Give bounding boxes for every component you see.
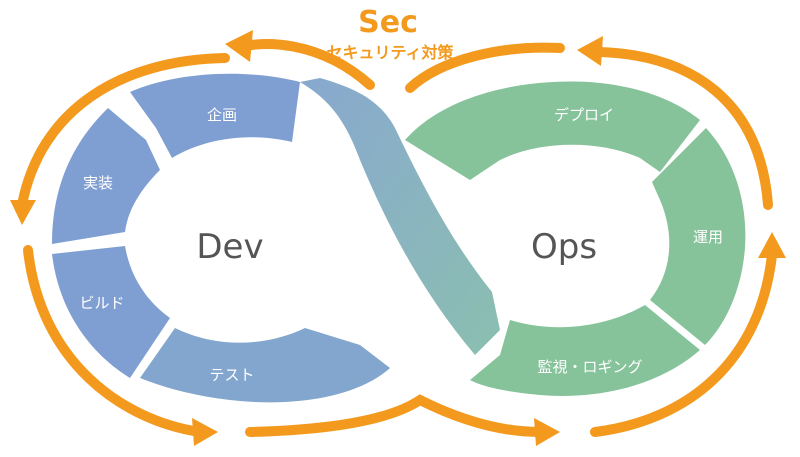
ops-hub-label: Ops (531, 227, 597, 267)
dev-stage-implement-label: 実装 (83, 174, 113, 192)
dev-stage-plan-label: 企画 (207, 106, 237, 124)
ci-band (300, 78, 500, 355)
sec-arc-right-top (405, 42, 565, 93)
dev-stage-plan (130, 73, 300, 158)
sec-arc-left-upper (17, 53, 230, 210)
security-arrowheads (10, 30, 786, 446)
ops-stage-operate (650, 128, 746, 345)
security-loop (17, 38, 777, 437)
arrowhead-icon (225, 30, 253, 62)
dev-stage-test (140, 328, 390, 403)
sec-arc-right-upper (595, 47, 773, 210)
dev-stage-build-label: ビルド (79, 294, 124, 312)
arrowhead-icon (10, 200, 36, 225)
ops-stage-monitor (470, 305, 700, 396)
ops-stage-operate-label: 運用 (693, 228, 723, 246)
ops-stage-deploy-label: デプロイ (554, 106, 614, 124)
sec-arc-mid-lower (245, 394, 545, 437)
sec-title: Sec (358, 5, 418, 40)
dev-stage-test-label: テスト (209, 366, 254, 384)
arrowhead-icon (192, 418, 218, 446)
ops-stage-monitor-label: 監視・ロギング (537, 358, 642, 376)
dev-loop (52, 73, 390, 403)
sec-arc-left-lower (23, 245, 205, 437)
arrowhead-icon (577, 36, 603, 66)
arrowhead-icon (758, 232, 786, 258)
ops-loop (405, 81, 746, 396)
ops-stage-deploy (405, 81, 700, 180)
sec-arc-right-lower (590, 250, 777, 437)
sec-subtitle: セキュリティ対策 (326, 43, 454, 62)
dev-stage-implement (52, 108, 160, 244)
dev-hub-label: Dev (196, 227, 263, 267)
dev-stage-build (52, 246, 170, 378)
arrowhead-icon (534, 418, 560, 446)
